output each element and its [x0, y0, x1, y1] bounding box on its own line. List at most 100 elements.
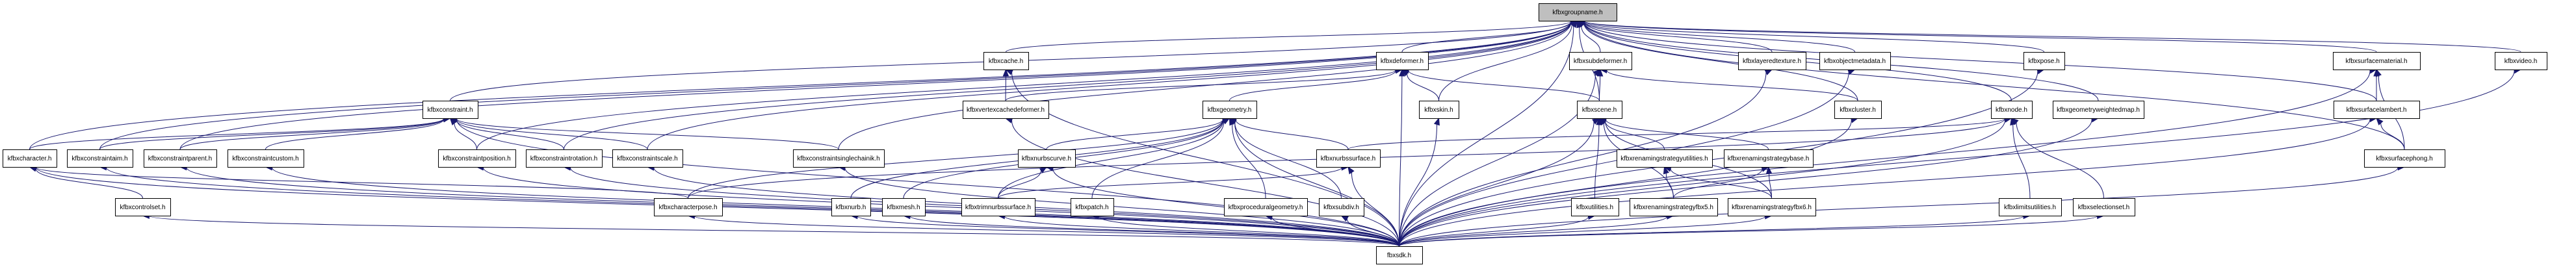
node-constraintscale[interactable]: kfbxconstraintscale.h — [612, 149, 683, 168]
node-box — [2334, 101, 2420, 119]
node-label: kfbxutilities.h — [1576, 204, 1613, 211]
edge-cluster-to-subdeformer — [1599, 67, 1858, 101]
node-box — [831, 198, 871, 216]
node-fbxsdk[interactable]: fbxsdk.h — [1376, 246, 1423, 264]
node-constraintcustom[interactable]: kfbxconstraintcustom.h — [228, 149, 304, 168]
node-box — [1834, 101, 1882, 119]
node-label: kfbxnurbscurve.h — [1022, 155, 1071, 162]
node-groupname[interactable]: kfbxgroupname.h — [1539, 3, 1617, 21]
node-label: kfbxcontrolset.h — [120, 204, 165, 211]
node-renamingstrategyutilities[interactable]: kfbxrenamingstrategyutilities.h — [1617, 149, 1713, 168]
node-objectmetadata[interactable]: kfbxobjectmetadata.h — [1819, 52, 1891, 70]
edge-line — [2380, 123, 2405, 150]
edge-constraintparent-to-constraint — [179, 116, 451, 150]
arrowhead — [1663, 166, 1669, 175]
node-utilities[interactable]: kfbxutilities.h — [1571, 198, 1619, 216]
node-box — [2333, 52, 2421, 70]
node-node[interactable]: kfbxnode.h — [1991, 101, 2033, 119]
arrowhead — [2375, 68, 2382, 77]
node-constraintaim[interactable]: kfbxconstraintaim.h — [67, 149, 133, 168]
node-surfacephong[interactable]: kfbxsurfacephong.h — [2364, 149, 2445, 168]
node-box — [1316, 149, 1381, 168]
edge-selectionset-to-node — [2010, 118, 2104, 199]
edge-line — [844, 168, 1399, 247]
node-nurb[interactable]: kfbxnurb.h — [831, 198, 871, 216]
node-box — [2023, 52, 2065, 70]
node-label: kfbxgeometryweightedmap.h — [2057, 107, 2140, 114]
node-surfacelambert[interactable]: kfbxsurfacelambert.h — [2334, 101, 2420, 119]
edge-line — [179, 21, 1572, 150]
node-label: kfbxcharacter.h — [8, 155, 52, 162]
edge-line — [1399, 120, 2006, 247]
node-label: kfbxskin.h — [1424, 107, 1453, 114]
node-renamingstrategyfbx6[interactable]: kfbxrenamingstrategyfbx6.h — [1728, 198, 1816, 216]
edge-fbxsdk-to-characterpose — [687, 212, 1399, 247]
node-constraintsinglechainik[interactable]: kfbxconstraintsinglechainik.h — [793, 149, 885, 168]
node-subdiv[interactable]: kfbxsubdiv.h — [1319, 198, 1364, 216]
node-label: kfbxcache.h — [989, 58, 1023, 65]
node-box — [2053, 101, 2144, 119]
node-renamingstrategyfbx5[interactable]: kfbxrenamingstrategyfbx5.h — [1630, 198, 1718, 216]
node-label: kfbxsubdeformer.h — [1574, 58, 1627, 65]
node-box — [654, 198, 723, 216]
edge-line — [2016, 122, 2104, 199]
node-layeredtexture[interactable]: kfbxlayeredtexture.h — [1738, 52, 1806, 70]
edge-line — [456, 119, 1399, 247]
edge-line — [1438, 23, 1572, 101]
node-cluster[interactable]: kfbxcluster.h — [1834, 101, 1882, 119]
node-trimnurbssurface[interactable]: kfbxtrimnurbssurface.h — [961, 198, 1035, 216]
edge-fbxsdk-to-selectionset — [1399, 212, 2105, 247]
node-constraintrotation[interactable]: kfbxconstraintrotation.h — [526, 149, 603, 168]
node-skin[interactable]: kfbxskin.h — [1419, 101, 1459, 119]
node-label: kfbxmesh.h — [887, 204, 920, 211]
node-label: kfbxgeometry.h — [1208, 107, 1252, 114]
node-vertexcachedeformer[interactable]: kfbxvertexcachedeformer.h — [963, 101, 1049, 119]
edge-layeredtexture-to-groupname — [1576, 18, 1773, 53]
node-proceduralgeometry[interactable]: kfbxproceduralgeometry.h — [1224, 198, 1308, 216]
node-controlset[interactable]: kfbxcontrolset.h — [115, 198, 171, 216]
arrowhead — [1592, 118, 1600, 125]
node-character[interactable]: kfbxcharacter.h — [3, 149, 57, 168]
node-mesh[interactable]: kfbxmesh.h — [882, 198, 926, 216]
node-label: kfbxrenamingstrategybase.h — [1728, 155, 1810, 162]
edge-line — [1399, 70, 2515, 247]
node-deformer[interactable]: kfbxdeformer.h — [1376, 52, 1429, 70]
node-label: kfbxvertexcachedeformer.h — [967, 107, 1045, 114]
edge-line — [909, 216, 1399, 247]
node-surfacematerial[interactable]: kfbxsurfacematerial.h — [2333, 52, 2421, 70]
node-geometryweightedmap[interactable]: kfbxgeometryweightedmap.h — [2053, 101, 2144, 119]
node-cache[interactable]: kfbxcache.h — [983, 52, 1029, 70]
node-geometry[interactable]: kfbxgeometry.h — [1203, 101, 1257, 119]
edge-line — [998, 170, 1042, 199]
edge-constraintposition-to-groupname — [476, 18, 1579, 150]
edge-line — [998, 120, 1224, 199]
arrowhead — [1576, 19, 1583, 29]
edge-patch-to-geometry — [1091, 118, 1230, 199]
edge-line — [456, 118, 839, 150]
edge-line — [148, 215, 1399, 247]
edge-fbxsdk-to-skin — [1399, 117, 1440, 247]
node-pose[interactable]: kfbxpose.h — [2023, 52, 2065, 70]
node-characterpose[interactable]: kfbxcharacterpose.h — [654, 198, 723, 216]
node-label: kfbxconstraintposition.h — [443, 155, 511, 162]
node-subdeformer[interactable]: kfbxsubdeformer.h — [1569, 52, 1632, 70]
node-limitsutilities[interactable]: kfbxlimitsutilities.h — [1999, 198, 2062, 216]
edge-line — [1399, 167, 2399, 247]
node-nurbssurface[interactable]: kfbxnurbssurface.h — [1316, 149, 1381, 168]
node-patch[interactable]: kfbxpatch.h — [1071, 198, 1114, 216]
node-video[interactable]: kfbxvideo.h — [2495, 52, 2547, 70]
edge-fbxsdk-to-pose — [1399, 68, 2045, 247]
edge-line — [1006, 21, 1572, 53]
node-selectionset[interactable]: kfbxselectionset.h — [2073, 198, 2135, 216]
edge-fbxsdk-to-scene — [1399, 118, 1600, 247]
node-renamingstrategybase[interactable]: kfbxrenamingstrategybase.h — [1724, 149, 1814, 168]
node-constraint[interactable]: kfbxconstraint.h — [423, 101, 478, 119]
node-constraintparent[interactable]: kfbxconstraintparent.h — [144, 149, 217, 168]
edge-vertexcachedeformer-to-deformer — [1005, 67, 1403, 101]
node-box — [793, 149, 885, 168]
node-nurbscurve[interactable]: kfbxnurbscurve.h — [1018, 149, 1076, 168]
node-constraintposition[interactable]: kfbxconstraintposition.h — [438, 149, 516, 168]
node-scene[interactable]: kfbxscene.h — [1577, 101, 1622, 119]
edge-trimnurbssurface-to-nurbscurve — [998, 166, 1048, 199]
node-box — [1991, 101, 2033, 119]
